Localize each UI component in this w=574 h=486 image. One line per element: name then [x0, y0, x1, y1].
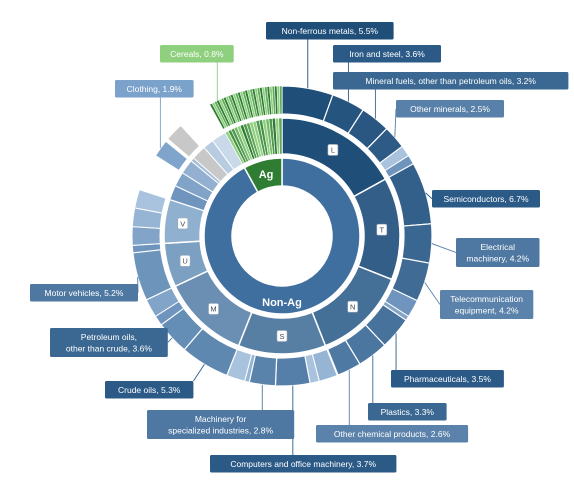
callout-label: Plastics, 3.3% — [381, 407, 435, 417]
callout-label: Mineral fuels, other than petroleum oils… — [365, 76, 536, 86]
callout-label: specialized industries, 2.8% — [168, 426, 273, 436]
callout-label: Telecommunication — [450, 294, 523, 304]
group-marker-letter: V — [180, 219, 185, 228]
group-marker-letter: N — [350, 303, 355, 312]
callout-label: Pharmaceuticals, 3.5% — [404, 374, 491, 384]
group-marker-letter: S — [279, 332, 284, 341]
outer-segment — [402, 224, 432, 263]
callout-label: Computers and office machinery, 3.7% — [230, 459, 376, 469]
callout-line — [193, 364, 204, 381]
outer-minor-segment — [132, 227, 160, 246]
callout-label: other than crude, 3.6% — [66, 344, 152, 354]
callout-label: Iron and steel, 3.6% — [349, 49, 425, 59]
callout-label: Other chemical products, 2.6% — [334, 429, 451, 439]
center-label-non-ag: Non-Ag — [262, 297, 302, 309]
outer-segment — [275, 356, 310, 386]
outer-ag-slice — [279, 86, 282, 114]
callout-label: Non-ferrous metals, 5.5% — [282, 26, 379, 36]
center-label-ag: Ag — [259, 169, 274, 181]
callout-label: Electrical — [481, 242, 516, 252]
group-marker-letter: U — [182, 257, 187, 266]
callout-label: equipment, 4.2% — [455, 306, 519, 316]
callout-label: Other minerals, 2.5% — [410, 104, 490, 114]
callout-line — [395, 109, 396, 137]
callout-line — [432, 244, 456, 253]
callout-label: Crude oils, 5.3% — [118, 385, 181, 395]
callout-label: Machinery for — [195, 414, 247, 424]
callout-line — [425, 282, 440, 304]
callout-label: Semiconductors, 6.7% — [443, 194, 528, 204]
callout-label: Cereals, 0.8% — [170, 49, 224, 59]
group-marker-letter: M — [210, 305, 216, 314]
group-marker-letter: T — [380, 226, 385, 235]
callout-label: machinery, 4.2% — [466, 254, 529, 264]
callout-line — [168, 338, 172, 343]
callout-label: Clothing, 1.9% — [127, 84, 183, 94]
callout-label: Petroleum oils, — [81, 332, 137, 342]
callout-label: Motor vehicles, 5.2% — [45, 288, 124, 298]
group-marker-letter: L — [331, 146, 335, 155]
